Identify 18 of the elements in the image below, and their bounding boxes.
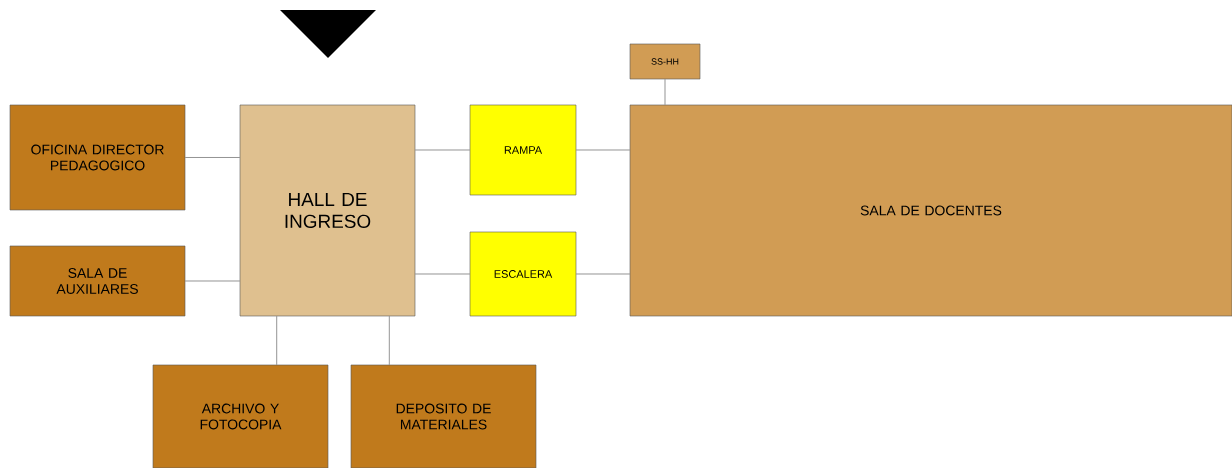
room-box: OFICINA DIRECTOR PEDAGOGICO — [9, 104, 186, 211]
stair-box: ESCALERA — [469, 231, 577, 317]
room-box: SALA DE AUXILIARES — [9, 245, 186, 317]
connector-line — [415, 273, 470, 275]
room-box: SALA DE DOCENTES — [629, 104, 1232, 317]
connector-line — [185, 157, 240, 158]
connector-line — [576, 273, 630, 275]
connector-line — [576, 149, 630, 151]
connector-line — [276, 316, 277, 365]
ramp-box: RAMPA — [469, 104, 577, 196]
hall-box: HALL DE INGRESO — [239, 104, 416, 317]
room-box: ARCHIVO Y FOTOCOPIA — [152, 364, 329, 468]
restroom-box: SS-HH — [629, 43, 701, 80]
connector-line — [415, 149, 470, 151]
connector-line — [664, 79, 666, 105]
connector-line — [389, 316, 390, 365]
room-box: DEPOSITO DE MATERIALES — [350, 364, 537, 468]
connector-line — [185, 280, 240, 282]
